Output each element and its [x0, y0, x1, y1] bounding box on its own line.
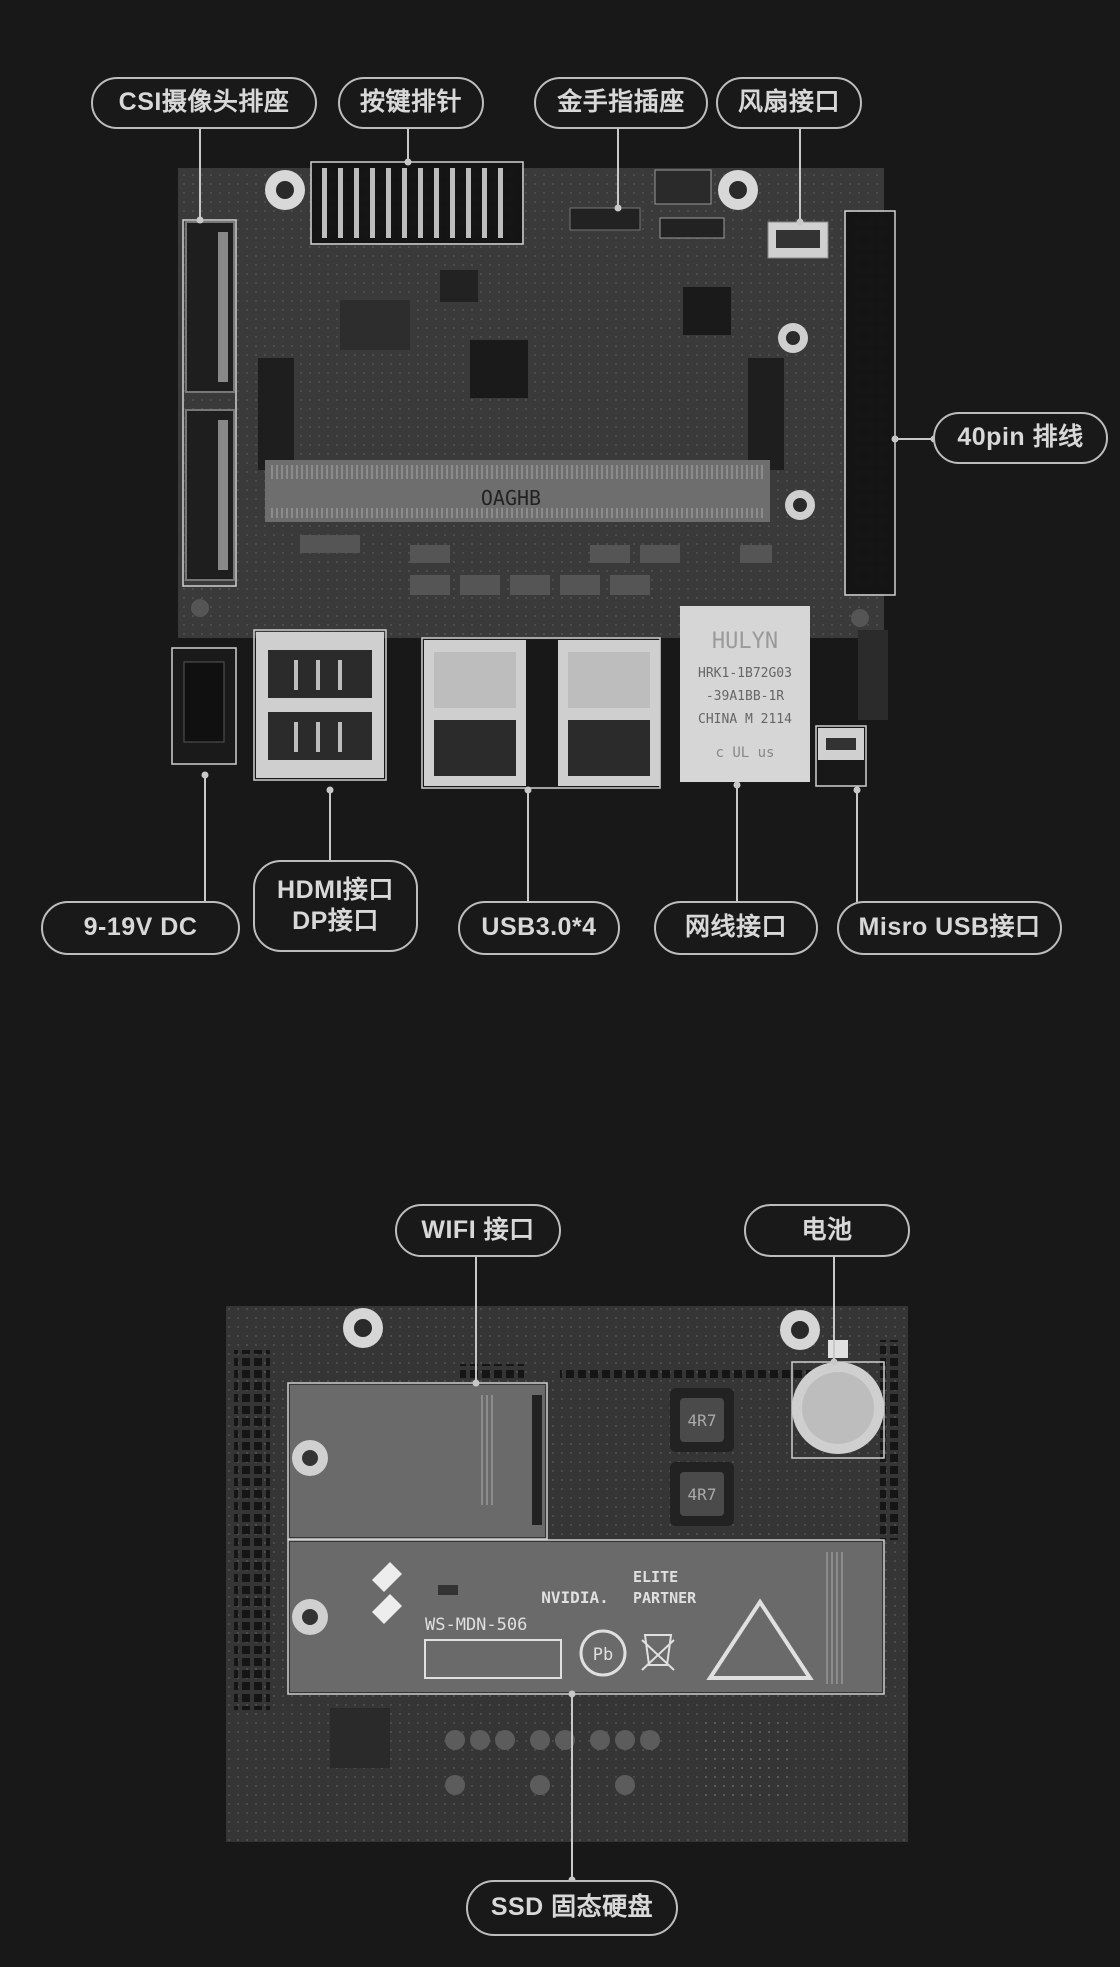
rj45-brand: HULYN: [712, 629, 778, 654]
hdmi-dp-port: [256, 632, 384, 778]
inductor-label-2: 4R7: [688, 1485, 717, 1504]
label-dc: 9-19V DC: [41, 901, 240, 955]
label-button-header: 按键排针: [338, 77, 484, 129]
inductor-label-1: 4R7: [688, 1411, 717, 1430]
label-ethernet: 网线接口: [654, 901, 818, 955]
top-callout-lines: [199, 127, 934, 902]
label-hdmi-dp: HDMI接口 DP接口: [253, 860, 418, 952]
inductors: 4R7 4R7: [670, 1388, 734, 1526]
label-hdmi-line1: HDMI接口: [277, 875, 394, 904]
label-fan: 风扇接口: [716, 77, 862, 129]
label-usb: USB3.0*4: [458, 901, 620, 955]
rj45-line2: -39A1BB-1R: [706, 689, 784, 704]
ssd-model: WS-MDN-506: [425, 1615, 527, 1635]
label-micro-usb: Misro USB接口: [837, 901, 1062, 955]
label-wifi: WIFI 接口: [395, 1204, 561, 1257]
bottom-board: 4R7 4R7 NVIDIA. ELITE PARTNER WS-MDN-506…: [226, 1306, 908, 1842]
som-connector: OAGHB: [258, 358, 784, 522]
ssd-elite-2: PARTNER: [633, 1589, 697, 1607]
label-gold-finger: 金手指插座: [534, 77, 708, 129]
module-text: OAGHB: [481, 486, 541, 510]
ssd-pb: Pb: [593, 1645, 613, 1665]
label-hdmi-line2: DP接口: [292, 907, 379, 935]
csi-connector: [185, 221, 235, 581]
ethernet-port: HULYN HRK1-1B72G03 -39A1BB-1R CHINA M 21…: [680, 606, 810, 782]
ssd-slot: NVIDIA. ELITE PARTNER WS-MDN-506 Pb: [290, 1542, 882, 1692]
top-board: OAGHB: [171, 161, 896, 789]
rj45-line1: HRK1-1B72G03: [698, 666, 792, 681]
pin40-header: [846, 212, 894, 594]
label-40pin: 40pin 排线: [933, 412, 1108, 464]
ssd-elite-1: ELITE: [633, 1568, 678, 1586]
ssd-nvidia: NVIDIA.: [541, 1588, 608, 1607]
bottom-callout-lines: [475, 1255, 835, 1880]
wifi-slot: [290, 1385, 545, 1537]
label-battery: 电池: [744, 1204, 910, 1257]
usb-ports: [424, 640, 660, 786]
button-pin-header: [312, 163, 522, 243]
label-csi-connector: CSI摄像头排座: [91, 77, 317, 129]
rj45-mark: c UL us: [715, 745, 774, 761]
gold-finger-header: [569, 207, 641, 231]
rj45-line3: CHINA M 2114: [698, 712, 792, 727]
label-ssd: SSD 固态硬盘: [466, 1880, 678, 1936]
